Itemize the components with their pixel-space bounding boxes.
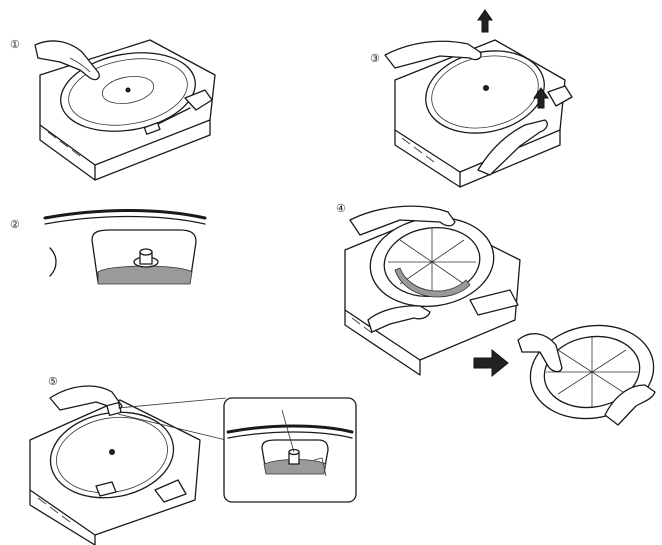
inset-platter-edge-inner bbox=[227, 431, 353, 439]
tonearm-base-3 bbox=[547, 85, 573, 107]
step-1-label: ① bbox=[10, 39, 20, 51]
base-front-slots-4 bbox=[351, 317, 373, 334]
hand-step-1 bbox=[34, 40, 100, 81]
base-front-slots-3 bbox=[401, 137, 435, 163]
platter-edge-closeup bbox=[43, 209, 207, 220]
step-3-panel: ③ bbox=[370, 9, 573, 188]
base-front-edge bbox=[39, 124, 96, 181]
step-5-panel: ⑤ bbox=[29, 376, 357, 545]
hand-upper-step-3 bbox=[384, 40, 482, 69]
step-2-panel: ② bbox=[10, 209, 207, 285]
motor-spindle-top bbox=[139, 248, 153, 256]
base-front-edge-4 bbox=[344, 309, 421, 376]
inset-belt-guide-line bbox=[281, 409, 295, 453]
platter-underside-spokes bbox=[546, 337, 638, 407]
step-4-panel: ④ bbox=[336, 203, 656, 426]
base-front-slots-5 bbox=[37, 497, 71, 523]
base-front-slots bbox=[47, 131, 81, 157]
platter-rim-5 bbox=[56, 416, 168, 494]
base-front-edge-3 bbox=[394, 129, 461, 188]
hand-upper-step-4 bbox=[349, 205, 456, 236]
callout-lines bbox=[117, 397, 227, 441]
base-side-edge-3 bbox=[459, 129, 561, 188]
platter-center-mat bbox=[101, 76, 155, 104]
pulley-arc bbox=[49, 247, 57, 277]
belt-ring-4 bbox=[394, 267, 471, 298]
belt-tab bbox=[106, 401, 122, 417]
hand-finger-line bbox=[69, 57, 91, 73]
tonearm-4 bbox=[469, 289, 519, 316]
pulley-window-5 bbox=[95, 481, 117, 497]
drive-belt bbox=[97, 265, 193, 285]
platter-edge-inner bbox=[44, 215, 206, 225]
hand-left-underside bbox=[517, 333, 563, 373]
step-2-label: ② bbox=[10, 219, 20, 231]
spindle-5 bbox=[109, 449, 115, 455]
spindle bbox=[125, 87, 131, 93]
headshell bbox=[143, 122, 161, 135]
hand-lower-step-3 bbox=[477, 119, 548, 176]
inset-pointer-line bbox=[313, 457, 327, 477]
platter-rim bbox=[68, 58, 188, 126]
inset-platter-edge bbox=[226, 424, 354, 434]
step-1-panel: ① bbox=[10, 39, 216, 181]
hand-right-underside bbox=[604, 384, 656, 426]
step-5-label: ⑤ bbox=[48, 376, 58, 388]
platter-spokes-4 bbox=[388, 228, 476, 296]
arrow-up-icon bbox=[477, 9, 493, 33]
step-4-label: ④ bbox=[336, 203, 346, 215]
base-side-edge bbox=[94, 119, 211, 181]
tonearm-base-5 bbox=[154, 479, 187, 503]
arrow-right-icon bbox=[473, 348, 509, 378]
base-front-edge-5 bbox=[29, 489, 96, 545]
hand-lower-step-4 bbox=[367, 305, 431, 333]
spindle-3 bbox=[483, 85, 489, 91]
tonearm-base bbox=[184, 89, 213, 111]
arrow-up-icon bbox=[533, 87, 549, 109]
step-3-label: ③ bbox=[370, 53, 380, 65]
